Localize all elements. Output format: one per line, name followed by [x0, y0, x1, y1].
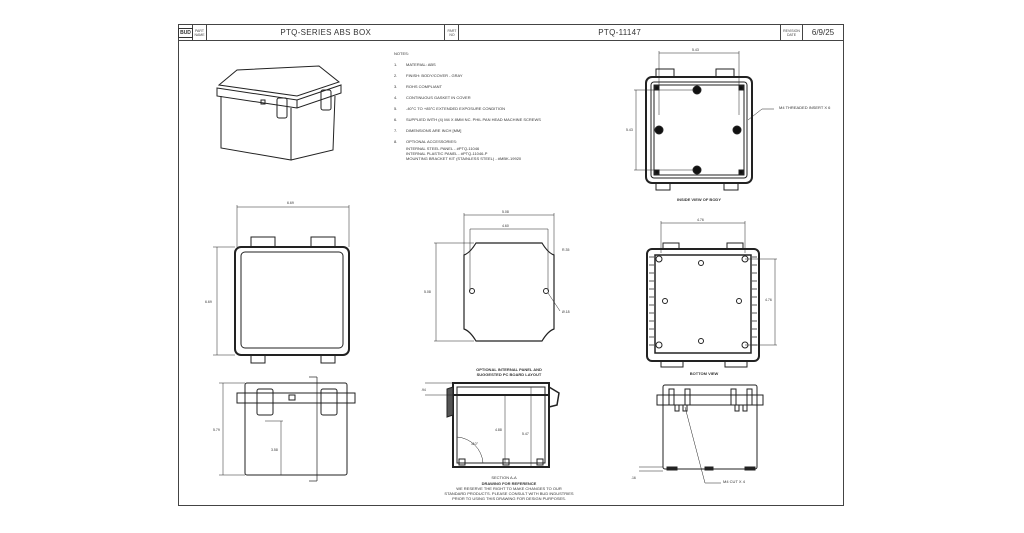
inside-view: 5.43 5.43 M4 THREADED INSERT X 6 INSIDE …: [624, 45, 830, 202]
note-item: 6. SUPPLIED WITH (4) M4 x 8MM NC. PHIL PA…: [394, 117, 614, 122]
logo-text: BUD: [178, 27, 193, 38]
note-item: 8. OPTIONAL ACCESSORIES:: [394, 139, 614, 144]
part-number: PTQ-11147: [459, 25, 781, 40]
svg-text:4.76: 4.76: [697, 218, 704, 222]
inserts-callout: M4 THREADED INSERT X 6: [779, 105, 831, 110]
section-caption: SECTION A-A: [491, 475, 517, 480]
svg-text:5.79: 5.79: [213, 428, 220, 432]
top-view: 6.69 6.69: [199, 197, 379, 367]
accessories-list: INTERNAL STEEL PANEL - #PTQ-11046 INTERN…: [394, 146, 614, 161]
disclaimer-line: WE RESERVE THE RIGHT TO MAKE CHANGES TO …: [456, 486, 562, 491]
title-block: BUD PART NAME PTQ-SERIES ABS BOX PART NO…: [178, 25, 843, 41]
svg-text:5.08: 5.08: [502, 210, 509, 214]
svg-text:3.58: 3.58: [271, 448, 278, 452]
bud-logo: BUD: [178, 25, 193, 40]
accessory-item: INTERNAL PLASTIC PANEL - #PTQ-11046-P: [406, 151, 488, 156]
note-number: 3.: [394, 84, 398, 89]
svg-text:4.88: 4.88: [495, 428, 502, 432]
caption-line: OPTIONAL INTERNAL PANEL AND: [476, 367, 542, 372]
note-text: OPTIONAL ACCESSORIES:: [406, 139, 457, 144]
svg-text:6.69: 6.69: [287, 201, 294, 205]
note-text: MATERIAL: ABS: [406, 62, 436, 67]
dim-inside-width: 5.43: [692, 48, 699, 52]
svg-text:4.76: 4.76: [765, 298, 772, 302]
disclaimer-line: STANDARD PRODUCTS. PLEASE CONSULT WITH B…: [444, 491, 574, 496]
front-view: 5.79 3.58: [199, 375, 379, 485]
note-number: 5.: [394, 106, 398, 111]
caption-line: SUGGESTED PC BOARD LAYOUT: [476, 372, 542, 377]
note-number: 6.: [394, 117, 398, 122]
note-item: 4. CONTINUOUS GASKET IN COVER: [394, 95, 614, 100]
svg-text:.94: .94: [421, 388, 426, 392]
svg-text:5.47: 5.47: [522, 432, 529, 436]
note-number: 2.: [394, 73, 398, 78]
note-number: 1.: [394, 62, 398, 67]
panel-view: 5.08 4.60 5.08 R.35 Ø.18 OPTIONAL INTERN…: [414, 207, 594, 377]
mount-callout: M4 CUT X 4: [723, 479, 745, 484]
side-view: .16 M4 CUT X 4: [629, 375, 829, 495]
part-name-label: PART NAME: [193, 25, 207, 40]
svg-text:.16: .16: [631, 476, 636, 480]
revision-date-label: REVISION DATE: [781, 25, 803, 40]
note-item: 7. DIMENSIONS ARE INCH [MM]: [394, 128, 614, 133]
svg-text:5.08: 5.08: [424, 290, 431, 294]
section-view: .94 4.88 5.47 110° SECTION A-A: [419, 375, 599, 485]
note-text: FINISH: BODY/COVER - GRAY: [406, 73, 463, 78]
note-number: 7.: [394, 128, 398, 133]
note-number: 8.: [394, 139, 398, 144]
svg-text:R.35: R.35: [562, 248, 569, 252]
isometric-view: [209, 60, 349, 170]
svg-text:5.43: 5.43: [626, 128, 633, 132]
accessory-item: INTERNAL STEEL PANEL - #PTQ-11046: [406, 146, 480, 151]
note-item: 3. RoHS COMPLIANT: [394, 84, 614, 89]
note-text: SUPPLIED WITH (4) M4 x 8MM NC. PHIL PAN …: [406, 117, 541, 122]
svg-text:6.69: 6.69: [205, 300, 212, 304]
note-item: 1. MATERIAL: ABS: [394, 62, 614, 67]
part-name: PTQ-SERIES ABS BOX: [207, 25, 446, 40]
revision-date: 6/9/25: [811, 28, 835, 37]
disclaimer: DRAWING FOR REFERENCE WE RESERVE THE RIG…: [379, 481, 639, 501]
part-no-label: PART NO: [445, 25, 460, 40]
inside-view-caption: INSIDE VIEW OF BODY: [676, 197, 721, 202]
panel-view-caption: OPTIONAL INTERNAL PANEL AND SUGGESTED PC…: [454, 367, 564, 377]
disclaimer-heading: DRAWING FOR REFERENCE: [481, 481, 537, 486]
bottom-view: 4.76 4.76 BOTTOM VIEW: [639, 213, 819, 376]
note-item: 2. FINISH: BODY/COVER - GRAY: [394, 73, 614, 78]
note-text: CONTINUOUS GASKET IN COVER: [406, 95, 471, 100]
note-text: DIMENSIONS ARE INCH [MM]: [406, 128, 462, 133]
svg-text:4.60: 4.60: [502, 224, 509, 228]
note-text: -40°C TO +85°C EXTENDED EXPOSURE CONDITI…: [406, 106, 505, 111]
notes-block: NOTES: 1. MATERIAL: ABS 2. FINISH: BODY/CO…: [394, 51, 614, 161]
drawing-sheet: BUD PART NAME PTQ-SERIES ABS BOX PART NO…: [178, 24, 844, 506]
svg-text:Ø.18: Ø.18: [562, 310, 570, 314]
svg-text:110°: 110°: [471, 442, 479, 446]
note-number: 4.: [394, 95, 398, 100]
accessory-item: MOUNTING BRACKET KIT (STAINLESS STEEL) -…: [406, 156, 522, 161]
note-item: 5. -40°C TO +85°C EXTENDED EXPOSURE CONDI…: [394, 106, 614, 111]
notes-header: NOTES:: [394, 51, 409, 56]
note-text: RoHS COMPLIANT: [406, 84, 443, 89]
bottom-view-caption: BOTTOM VIEW: [689, 371, 719, 376]
disclaimer-line: PRIOR TO USING THIS DRAWING FOR DESIGN P…: [452, 496, 566, 501]
